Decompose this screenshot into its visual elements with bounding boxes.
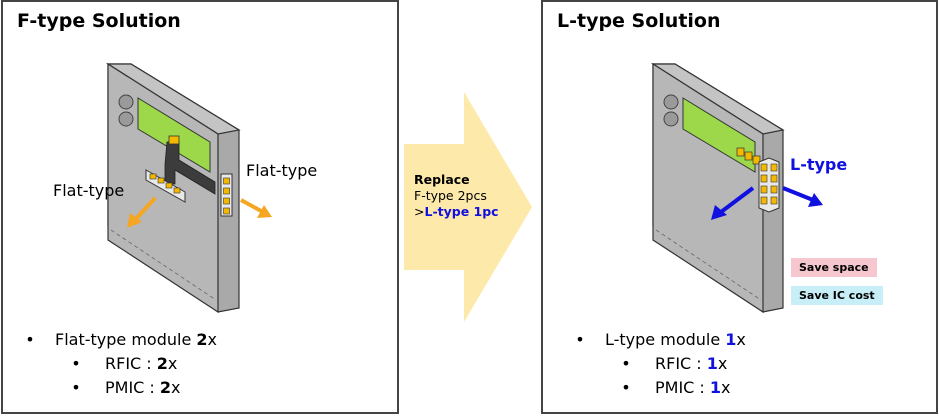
l-type-label: L-type	[790, 155, 847, 174]
module-chip	[223, 187, 230, 195]
camera-icon	[663, 111, 679, 127]
connector-chip	[736, 147, 745, 157]
camera-icon	[663, 94, 679, 110]
replace-line-2: >L-type 1pc	[414, 204, 499, 219]
orange-arrow-right	[240, 198, 272, 218]
replace-arrow-shape	[404, 92, 532, 322]
module-chip	[760, 163, 768, 172]
f-type-device-diagram: Flat-type Flat-type	[53, 62, 317, 314]
module-chip	[223, 197, 230, 205]
flex-cable	[164, 141, 216, 195]
orange-arrow-left	[127, 196, 157, 228]
module-chip	[770, 163, 778, 172]
l-type-device-diagram: L-type	[650, 62, 847, 314]
save-space-tag: Save space	[791, 258, 877, 277]
module-chip	[173, 187, 181, 194]
blue-arrow-left	[711, 186, 755, 220]
blue-arrow-right	[782, 186, 823, 207]
flat-module-right	[220, 173, 233, 217]
flat-type-label-right: Flat-type	[246, 161, 317, 180]
flat-type-label-left: Flat-type	[53, 181, 124, 200]
camera-icon	[118, 111, 134, 127]
module-chip	[223, 177, 230, 185]
module-chip	[165, 182, 173, 189]
device-hidden-edge	[655, 229, 762, 301]
save-ic-cost-tag: Save IC cost	[791, 286, 883, 305]
module-chip	[770, 196, 778, 205]
f-type-panel: F-type Solution	[1, 0, 399, 414]
camera-icon	[118, 94, 134, 110]
replace-arrow-text: Replace F-type 2pcs >L-type 1pc	[414, 172, 499, 220]
l-type-panel: L-type Solution	[541, 0, 938, 414]
device-hidden-edge	[110, 229, 217, 301]
pcb-board	[137, 97, 211, 173]
module-chip	[770, 185, 778, 194]
module-chip	[760, 185, 768, 194]
connector-chip	[744, 151, 753, 161]
replace-line-1: F-type 2pcs	[414, 188, 487, 203]
module-chip	[157, 177, 165, 184]
module-chip	[149, 173, 157, 180]
module-chip	[223, 207, 230, 215]
module-chip	[760, 174, 768, 183]
connector-chip	[752, 155, 761, 165]
l-type-title: L-type Solution	[557, 10, 721, 32]
f-type-title: F-type Solution	[17, 10, 181, 32]
replace-heading: Replace	[414, 172, 470, 187]
module-chip	[760, 196, 768, 205]
connector-chip	[168, 135, 180, 145]
module-chip	[770, 174, 778, 183]
